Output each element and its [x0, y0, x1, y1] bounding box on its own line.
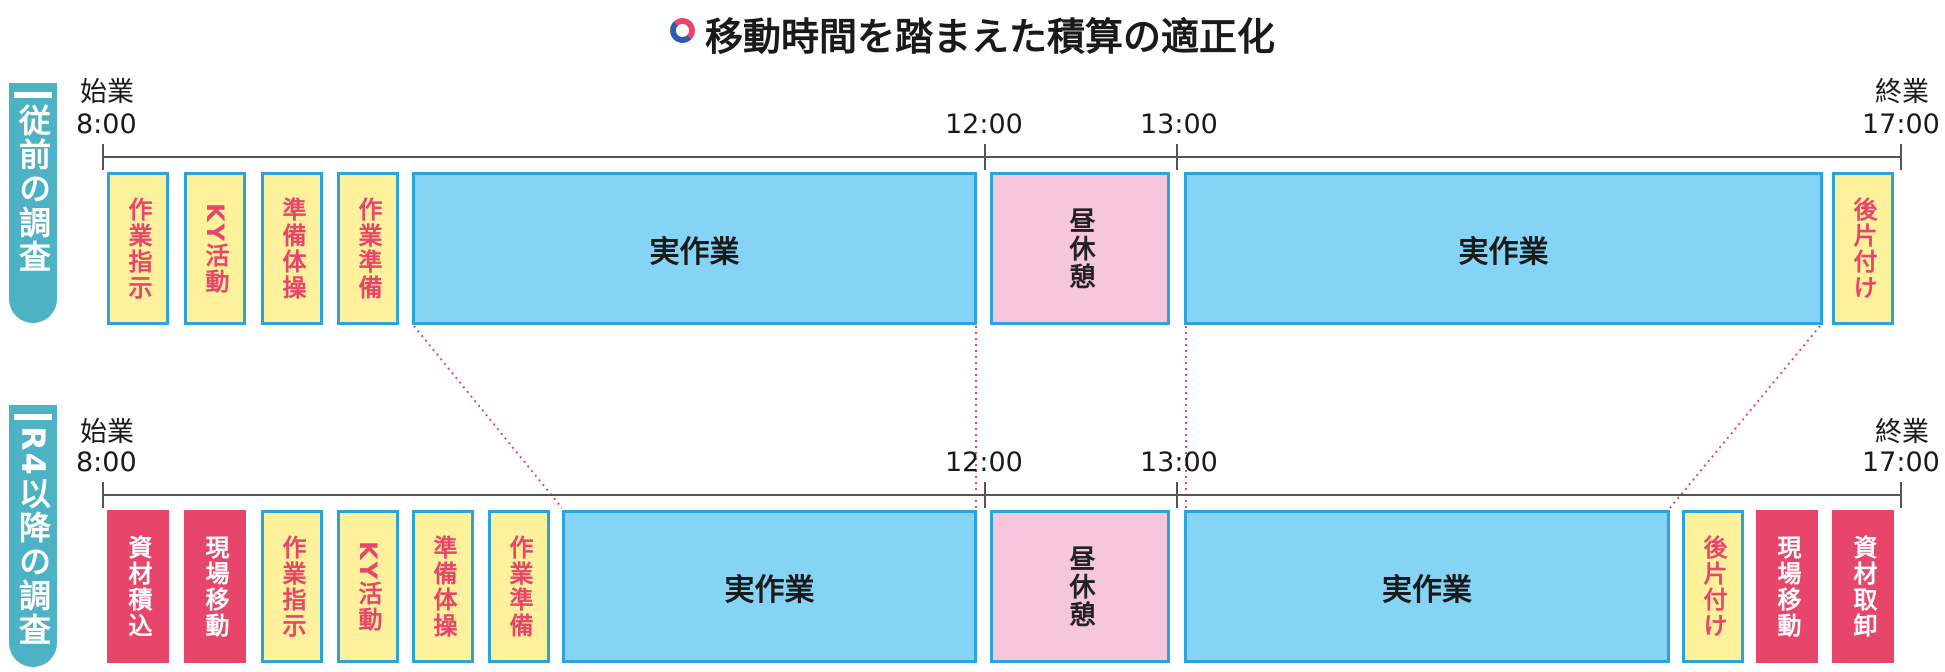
after-block-preparation: 作業準備 — [488, 510, 550, 663]
block-label: 後片付け — [1699, 534, 1727, 639]
before-block-instruction: 作業指示 — [107, 172, 169, 325]
block-label: 昼休憩 — [1065, 544, 1095, 629]
after-block-travel-to-site: 現場移動 — [184, 510, 246, 663]
block-label: 資材積込 — [124, 534, 152, 639]
after-tick-end — [1900, 482, 1902, 508]
before-block-cleanup: 後片付け — [1832, 172, 1894, 325]
block-label: 実作業 — [724, 572, 815, 608]
block-label: 準備体操 — [278, 196, 306, 301]
after-block-work-pm: 実作業 — [1184, 510, 1670, 663]
block-label: 作業準備 — [505, 534, 533, 639]
after-block-instruction: 作業指示 — [261, 510, 323, 663]
block-label: 昼休憩 — [1065, 206, 1095, 291]
after-start-caption: 始業 — [80, 417, 134, 448]
after-block-lunch: 昼休憩 — [990, 510, 1170, 663]
after-end-caption: 終業 — [1875, 417, 1929, 448]
before-noon-time: 12:00 — [945, 109, 1023, 140]
after-block-exercise: 準備体操 — [412, 510, 474, 663]
before-block-ky: KY活動 — [184, 172, 246, 325]
block-label: 準備体操 — [429, 534, 457, 639]
after-tick-start — [102, 482, 104, 508]
before-tick-start — [102, 144, 104, 170]
before-start-caption: 始業 — [80, 77, 134, 108]
block-label: 実作業 — [1382, 572, 1472, 608]
before-block-exercise: 準備体操 — [261, 172, 323, 325]
before-block-work-am: 実作業 — [412, 172, 977, 325]
title-text: 移動時間を踏まえた積算の適正化 — [704, 15, 1275, 59]
after-tick-noon — [984, 482, 986, 508]
before-block-lunch: 昼休憩 — [990, 172, 1170, 325]
before-timeline-axis — [103, 156, 1902, 158]
after-timeline-axis — [103, 494, 1902, 496]
before-end-time: 17:00 — [1862, 109, 1940, 140]
before-end-caption: 終業 — [1875, 77, 1929, 108]
after-block-material-loading: 資材積込 — [107, 510, 169, 663]
before-tick-resume — [1176, 144, 1178, 170]
after-block-travel-from-site: 現場移動 — [1756, 510, 1818, 663]
after-block-cleanup: 後片付け — [1682, 510, 1744, 663]
before-block-work-pm: 実作業 — [1184, 172, 1823, 325]
after-block-ky: KY活動 — [337, 510, 399, 663]
label-bar-icon — [14, 92, 52, 98]
block-label: KY活動 — [354, 540, 382, 633]
diagram-title: 移動時間を踏まえた積算の適正化 — [0, 6, 1945, 61]
before-tick-end — [1900, 144, 1902, 170]
block-label: 実作業 — [649, 234, 740, 270]
block-label: 実作業 — [1458, 234, 1549, 270]
label-bar-icon — [14, 414, 52, 420]
block-label: 作業準備 — [354, 196, 382, 301]
block-label: KY活動 — [201, 202, 229, 295]
before-tick-noon — [984, 144, 986, 170]
before-resume-time: 13:00 — [1140, 109, 1218, 140]
block-label: 作業指示 — [278, 534, 306, 639]
bullet-icon — [669, 18, 695, 43]
after-start-time: 8:00 — [76, 447, 137, 478]
after-label-text: R4以降の調査 — [14, 426, 52, 647]
connector-line — [413, 325, 563, 509]
before-block-preparation: 作業準備 — [337, 172, 399, 325]
block-label: 現場移動 — [201, 534, 229, 639]
before-row-label: 従前の調査 — [9, 83, 57, 323]
after-block-material-unloading: 資材取卸 — [1832, 510, 1894, 663]
after-row-label: R4以降の調査 — [9, 405, 57, 667]
after-noon-time: 12:00 — [945, 447, 1023, 478]
after-block-work-am: 実作業 — [562, 510, 977, 663]
before-label-text: 従前の調査 — [14, 104, 52, 274]
block-label: 資材取卸 — [1849, 534, 1877, 639]
block-label: 作業指示 — [124, 196, 152, 301]
after-resume-time: 13:00 — [1140, 447, 1218, 478]
after-tick-resume — [1176, 482, 1178, 508]
before-start-time: 8:00 — [76, 109, 137, 140]
block-label: 現場移動 — [1773, 534, 1801, 639]
connector-line — [1669, 325, 1821, 509]
after-end-time: 17:00 — [1862, 447, 1940, 478]
block-label: 後片付け — [1849, 196, 1877, 301]
